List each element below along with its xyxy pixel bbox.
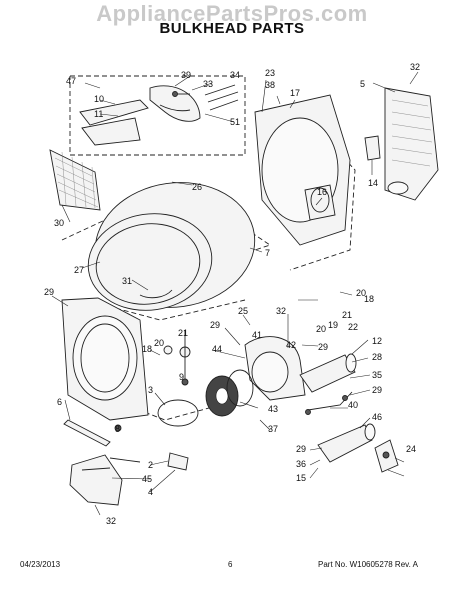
lint-screen-part <box>49 149 101 211</box>
callout-label: 51 <box>230 117 240 127</box>
heater-part <box>317 423 376 463</box>
callout-label: 29 <box>296 444 306 454</box>
callout-label: 30 <box>54 218 64 228</box>
callout-label: 41 <box>252 330 262 340</box>
callout-label: 29 <box>318 342 328 352</box>
callout-label: 29 <box>210 320 220 330</box>
valve-bracket-part <box>374 439 399 473</box>
callout-label: 32 <box>276 306 286 316</box>
callout-label: 10 <box>94 94 104 104</box>
subassembly-box <box>69 75 246 156</box>
callout-label: 26 <box>192 182 202 192</box>
callout-label: 22 <box>348 322 358 332</box>
callout-label: 16 <box>317 187 327 197</box>
page-title: BULKHEAD PARTS <box>159 20 305 37</box>
callout-label: 20 <box>356 288 366 298</box>
callout-label: 9 <box>179 372 184 382</box>
callout-label: 7 <box>265 248 270 258</box>
footer-page-number: 6 <box>228 560 233 569</box>
callout-label: 32 <box>410 62 420 72</box>
footer-date: 04/23/2013 <box>20 560 61 569</box>
callout-label: 20 <box>316 324 326 334</box>
callout-label: 8 <box>115 424 120 434</box>
leader-outline-4 <box>99 394 221 421</box>
front-duct-part <box>69 454 123 506</box>
rear-bulkhead-part <box>254 94 351 246</box>
blower-gasket-part <box>226 369 254 407</box>
callout-label: 46 <box>372 412 382 422</box>
switch-bracket-part <box>109 452 189 471</box>
callout-label: 38 <box>265 80 275 90</box>
seal-ring-part <box>157 399 199 427</box>
foam-pad-part <box>364 135 381 161</box>
callout-label: 42 <box>286 340 296 350</box>
callout-label: 14 <box>368 178 378 188</box>
callout-label: 27 <box>74 265 84 275</box>
callout-label: 47 <box>66 76 76 86</box>
front-bulkhead-part <box>61 297 149 421</box>
drum-part <box>87 182 256 311</box>
lint-bracket-part <box>79 99 149 146</box>
callout-label: 28 <box>372 352 382 362</box>
rear-duct-part <box>384 87 439 201</box>
callout-label: 15 <box>296 473 306 483</box>
callout-label: 21 <box>342 310 352 320</box>
callout-label: 23 <box>265 68 275 78</box>
callout-label: 44 <box>212 344 222 354</box>
callout-label: 45 <box>142 474 152 484</box>
callout-label: 43 <box>268 404 278 414</box>
callout-label: 21 <box>178 328 188 338</box>
callout-label: 18 <box>364 294 374 304</box>
callout-label: 37 <box>268 424 278 434</box>
callout-label: 5 <box>360 79 365 89</box>
callout-label: 31 <box>122 276 132 286</box>
callout-labels: 47 39 33 34 23 38 17 5 32 10 11 51 14 16… <box>44 62 420 526</box>
callout-label: 29 <box>372 385 382 395</box>
blower-housing-part <box>244 336 306 401</box>
screw-part <box>172 91 190 97</box>
watermark-text: AppliancePartsPros.com <box>96 1 368 26</box>
callout-label: 20 <box>154 338 164 348</box>
callout-label: 32 <box>106 516 116 526</box>
callout-label: 35 <box>372 370 382 380</box>
callout-label: 19 <box>328 320 338 330</box>
callout-label: 40 <box>348 400 358 410</box>
callout-label: 34 <box>230 70 240 80</box>
callout-label: 3 <box>148 385 153 395</box>
callout-label: 11 <box>94 109 103 119</box>
callout-label: 18 <box>142 344 152 354</box>
callout-label: 33 <box>203 79 213 89</box>
roller-support-part <box>163 330 191 386</box>
footer-part-number: Part No. W10605278 Rev. A <box>318 560 418 569</box>
callout-label: 17 <box>290 88 300 98</box>
blower-wheel-part <box>205 375 239 417</box>
callout-label: 29 <box>44 287 54 297</box>
callout-label: 25 <box>238 306 248 316</box>
callout-label: 36 <box>296 459 306 469</box>
hinge-part <box>63 419 122 447</box>
callout-label: 24 <box>406 444 416 454</box>
callout-label: 12 <box>372 336 382 346</box>
callout-label: 4 <box>148 487 153 497</box>
callout-label: 39 <box>181 70 191 80</box>
sensor-part <box>305 391 353 415</box>
duct-seal-part <box>149 85 201 122</box>
callout-label: 6 <box>57 397 62 407</box>
heater-duct-part <box>299 353 357 393</box>
wire-harness-part <box>204 84 239 111</box>
callout-label: 2 <box>148 460 153 470</box>
